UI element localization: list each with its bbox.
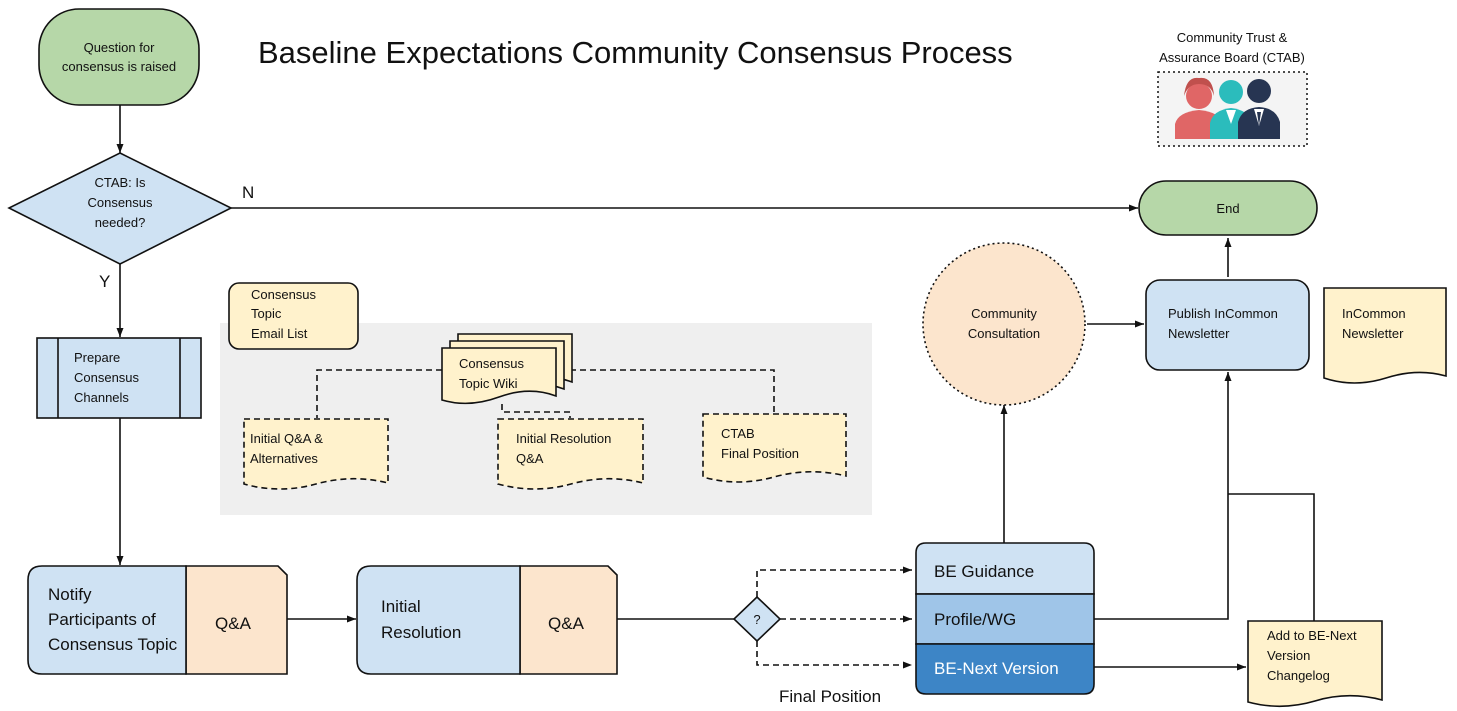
decision-line-1: CTAB: Is xyxy=(94,175,146,190)
email-list-line-1: Consensus xyxy=(251,287,317,302)
edge-changelog-to-publish xyxy=(1228,493,1315,621)
decision-consensus-needed: CTAB: Is Consensus needed? xyxy=(7,152,233,265)
changelog-line-3: Changelog xyxy=(1267,668,1330,683)
resolution-line-2: Resolution xyxy=(381,623,461,642)
decision-line-2: Consensus xyxy=(87,195,153,210)
edge-profile-to-publish xyxy=(1094,372,1232,620)
edge-wiki-to-initial-res xyxy=(501,404,571,418)
notify-line-2: Participants of xyxy=(48,610,156,629)
consultation-line-1: Community xyxy=(971,306,1037,321)
ctab-final-position-doc: CTAB Final Position xyxy=(702,413,847,483)
email-list-node: Consensus Topic Email List xyxy=(228,282,359,350)
be-next-label: BE-Next Version xyxy=(934,659,1059,678)
notify-participants-node: Notify Participants of Consensus Topic Q… xyxy=(27,565,288,675)
profile-wg-label: Profile/WG xyxy=(934,610,1016,629)
notify-line-1: Notify xyxy=(48,585,92,604)
publish-newsletter-node: Publish InCommon Newsletter xyxy=(1145,279,1310,371)
ctab-final-line-1: CTAB xyxy=(721,426,755,441)
initial-resolution-node: Initial Resolution Q&A xyxy=(356,565,618,675)
final-position-decision: ? xyxy=(732,595,782,643)
initial-resolution-qa-doc: Initial Resolution Q&A xyxy=(497,418,644,490)
consultation-line-2: Consultation xyxy=(968,326,1040,341)
wiki-line-1: Consensus xyxy=(459,356,525,371)
publish-line-2: Newsletter xyxy=(1168,326,1230,341)
edge-label-final-position: Final Position xyxy=(779,687,881,706)
end-label: End xyxy=(1216,201,1239,216)
newsletter-line-2: Newsletter xyxy=(1342,326,1404,341)
prepare-line-3: Channels xyxy=(74,390,129,405)
wiki-node: Consensus Topic Wiki xyxy=(441,333,573,405)
edge-label-no: N xyxy=(242,183,254,202)
question-mark-label: ? xyxy=(753,612,760,627)
newsletter-doc: InCommon Newsletter xyxy=(1323,287,1447,384)
changelog-doc: Add to BE-Next Version Changelog xyxy=(1247,620,1383,708)
prepare-channels-node: Prepare Consensus Channels xyxy=(36,337,202,419)
resolution-line-1: Initial xyxy=(381,597,421,616)
start-line-1: Question for xyxy=(84,40,155,55)
community-consultation-node: Community Consultation xyxy=(922,242,1086,406)
start-line-2: consensus is raised xyxy=(62,59,176,74)
edge-decision-to-guidance xyxy=(756,566,912,597)
changelog-line-2: Version xyxy=(1267,648,1310,663)
initial-qa-line-2: Alternatives xyxy=(250,451,318,466)
publish-line-1: Publish InCommon xyxy=(1168,306,1278,321)
edge-label-yes: Y xyxy=(99,272,110,291)
start-node: Question for consensus is raised xyxy=(38,8,200,106)
wiki-line-2: Topic Wiki xyxy=(459,376,518,391)
newsletter-line-1: InCommon xyxy=(1342,306,1406,321)
initial-res-qa-line-1: Initial Resolution xyxy=(516,431,611,446)
prepare-line-1: Prepare xyxy=(74,350,120,365)
be-guidance-label: BE Guidance xyxy=(934,562,1034,581)
changelog-line-1: Add to BE-Next xyxy=(1267,628,1357,643)
notify-qa-label: Q&A xyxy=(215,614,252,633)
ctab-board-line-2: Assurance Board (CTAB) xyxy=(1159,50,1305,65)
prepare-line-2: Consensus xyxy=(74,370,140,385)
ctab-final-line-2: Final Position xyxy=(721,446,799,461)
diagram-title: Baseline Expectations Community Consensu… xyxy=(258,35,1013,70)
email-list-line-3: Email List xyxy=(251,326,308,341)
ctab-people-icon xyxy=(1157,71,1308,147)
ctab-board-line-1: Community Trust & xyxy=(1177,30,1288,45)
decision-line-3: needed? xyxy=(95,215,146,230)
resolution-qa-label: Q&A xyxy=(548,614,585,633)
notify-line-3: Consensus Topic xyxy=(48,635,178,654)
end-node: End xyxy=(1138,180,1318,236)
email-list-line-2: Topic xyxy=(251,306,282,321)
be-stack-node: BE Guidance Profile/WG BE-Next Version xyxy=(915,542,1095,695)
initial-res-qa-line-2: Q&A xyxy=(516,451,544,466)
initial-qa-doc: Initial Q&A & Alternatives xyxy=(243,418,389,490)
edge-wiki-to-initial-qa xyxy=(316,369,442,418)
edge-decision-to-benext xyxy=(756,641,912,669)
initial-qa-line-1: Initial Q&A & xyxy=(250,431,323,446)
edge-wiki-to-ctab-final xyxy=(570,369,775,413)
